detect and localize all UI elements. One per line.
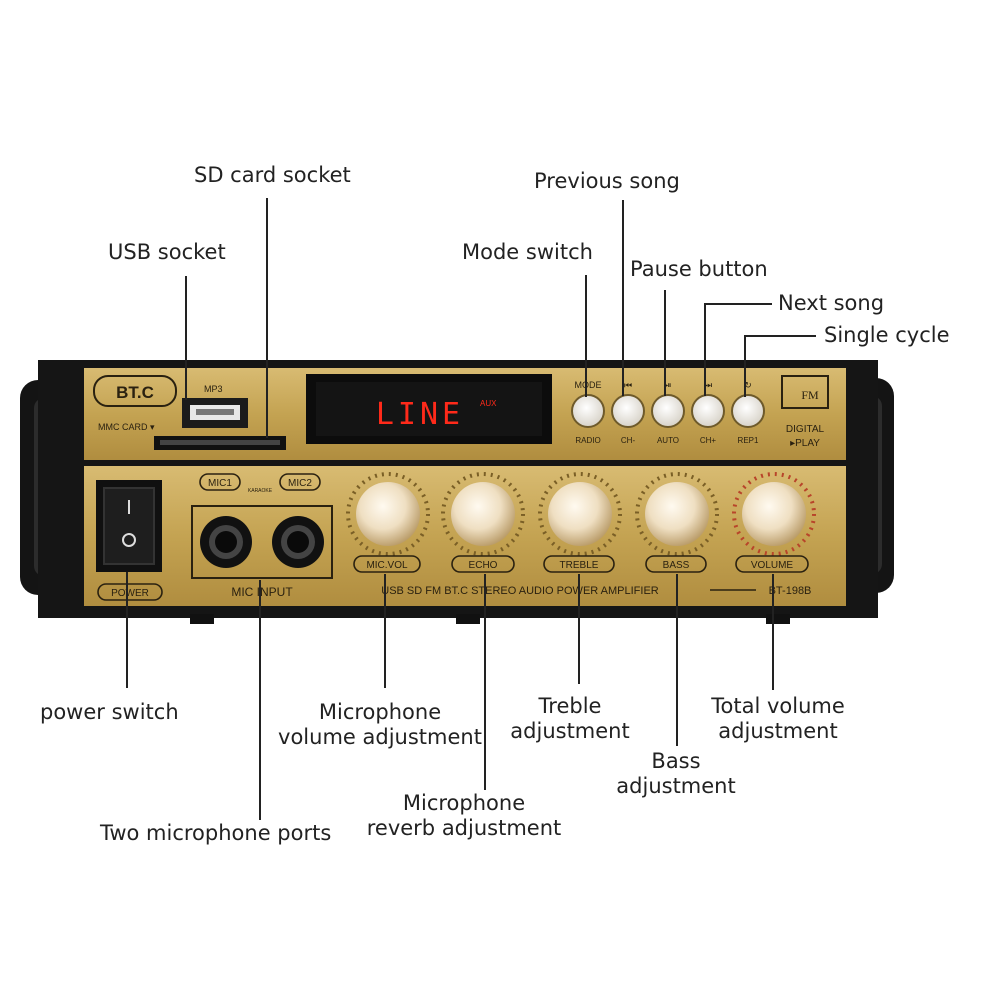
callout-bass-line2: adjustment	[616, 774, 736, 798]
knob-label-bass: BASS	[663, 560, 690, 571]
btn-bottom-ch-minus: CH-	[621, 436, 636, 445]
callout-pause: Pause button	[630, 257, 768, 281]
brand-badge	[93, 375, 177, 407]
mic-jack-2	[272, 516, 324, 568]
model-text: BT-198B	[769, 585, 812, 597]
knob-label-echo: ECHO	[469, 560, 498, 571]
leader-usb	[185, 276, 187, 400]
callout-treble: Treble adjustment	[502, 694, 638, 744]
callout-mic-vol-line2: volume adjustment	[278, 725, 482, 749]
callout-mic-ports: Two microphone ports	[100, 821, 332, 845]
knob-label-treble: TREBLE	[560, 560, 599, 571]
strip-text: USB SD FM BT.C STEREO AUDIO POWER AMPLIF…	[381, 585, 659, 597]
callout-bass: Bass adjustment	[606, 749, 746, 799]
callout-next: Next song	[778, 291, 885, 315]
knob-bass	[635, 472, 719, 556]
display-aux-text: AUX	[480, 399, 497, 408]
leader-power	[126, 572, 128, 688]
callout-usb: USB socket	[108, 240, 226, 264]
leader-mode	[585, 275, 587, 397]
leader-next-v	[704, 303, 706, 396]
btn-top-pause: ⏯	[664, 381, 671, 391]
leader-bass	[676, 574, 678, 746]
mic-jack-1	[200, 516, 252, 568]
btn-bottom-ch-plus: CH+	[700, 436, 717, 445]
leader-prev	[622, 200, 624, 396]
fm-text: FM	[801, 388, 819, 402]
callout-mic-vol-line1: Microphone	[318, 700, 442, 724]
knob-volume	[732, 472, 816, 556]
leader-mic-ports	[259, 580, 261, 820]
callout-sd-card: SD card socket	[194, 163, 351, 187]
leader-volume	[772, 574, 774, 690]
callout-total-volume: Total volume adjustment	[700, 694, 856, 744]
mmc-card-text: MMC CARD ▾	[98, 422, 155, 432]
callout-total-line2: adjustment	[718, 719, 838, 743]
brand-text: BT.C	[116, 383, 154, 402]
callout-mode: Mode switch	[462, 240, 593, 264]
leader-echo	[484, 574, 486, 790]
leader-sd	[266, 198, 268, 438]
btn-bottom-rep1: REP1	[738, 436, 759, 445]
power-text: POWER	[111, 588, 149, 599]
callout-total-line1: Total volume	[711, 694, 845, 718]
callout-reverb-line1: Microphone	[402, 791, 526, 815]
control-buttons	[571, 394, 765, 428]
mp3-text: MP3	[204, 384, 223, 394]
play-text: ▸PLAY	[790, 438, 820, 449]
callout-single: Single cycle	[824, 323, 950, 347]
callout-treble-line2: adjustment	[510, 719, 630, 743]
btn-bottom-auto: AUTO	[657, 436, 679, 445]
leader-single-v	[744, 335, 746, 397]
knob-label-mic-vol: MIC.VOL	[366, 560, 408, 571]
leader-pause	[664, 290, 666, 396]
callout-previous: Previous song	[534, 169, 680, 193]
leader-next-h	[704, 303, 772, 305]
btn-top-mode: MODE	[575, 380, 602, 390]
fm-logo	[781, 375, 829, 409]
knob-treble	[538, 472, 622, 556]
callout-power: power switch	[40, 700, 179, 724]
leader-treble	[578, 574, 580, 684]
leader-mic-vol	[384, 574, 386, 688]
karaoke-text: KARAOKE	[248, 488, 273, 494]
btn-top-repeat: ↻	[744, 381, 752, 391]
btn-bottom-radio: RADIO	[575, 436, 600, 445]
mic-input-frame	[191, 505, 333, 579]
callout-reverb-line2: reverb adjustment	[366, 816, 562, 840]
btn-top-prev: ⏮	[624, 381, 632, 391]
btn-top-next: ⏭	[704, 381, 712, 391]
mic-input-text: MIC INPUT	[231, 585, 293, 599]
mic1-text: MIC1	[208, 478, 232, 489]
display-text: LINE	[376, 397, 464, 432]
callout-reverb: Microphone reverb adjustment	[356, 791, 572, 841]
callout-treble-line1: Treble	[538, 694, 602, 718]
digital-text: DIGITAL	[786, 424, 825, 435]
knob-mic-vol	[346, 472, 430, 556]
knob-echo	[441, 472, 525, 556]
leader-single-h	[744, 335, 816, 337]
mic2-text: MIC2	[288, 478, 312, 489]
callout-bass-line1: Bass	[651, 749, 701, 773]
callout-mic-vol: Microphone volume adjustment	[262, 700, 498, 750]
knob-label-volume: VOLUME	[751, 560, 794, 571]
